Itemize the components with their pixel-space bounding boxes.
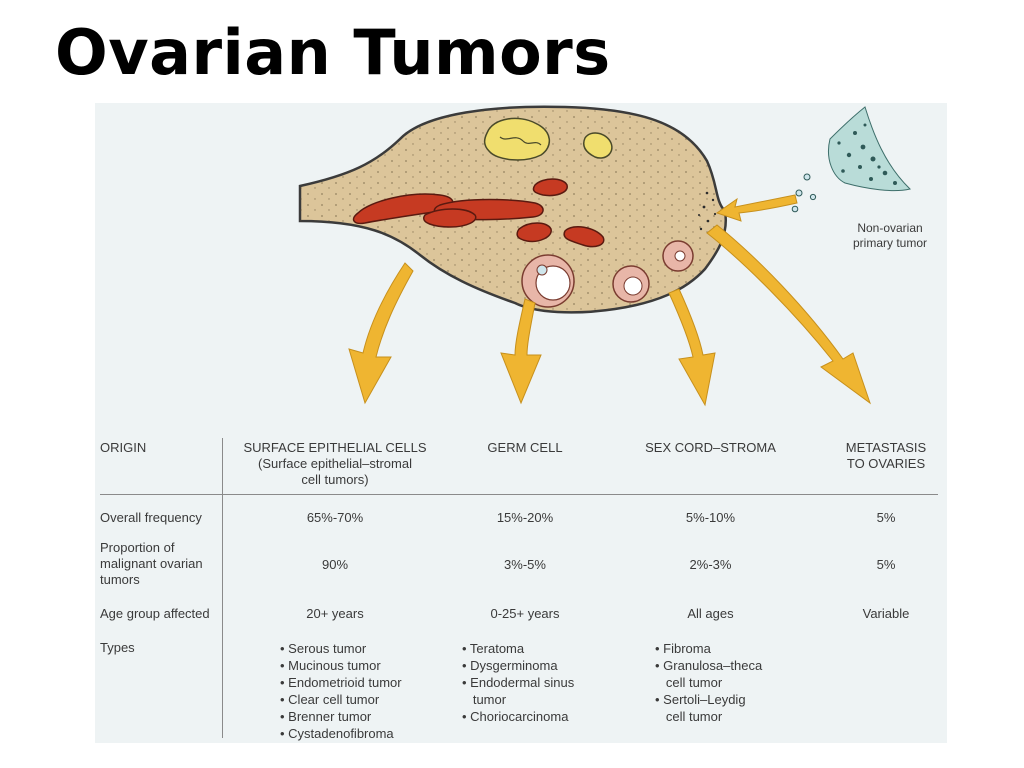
- metastatic-cells: [791, 173, 817, 213]
- list-item: • Dysgerminoma: [462, 658, 558, 673]
- ovarian-vessels: [352, 178, 605, 248]
- arrow-to-sex-cord: [668, 288, 716, 407]
- header-surface-line2: (Surface epithelial–stromal: [258, 456, 412, 471]
- types-surface-list: • Serous tumor • Mucinous tumor • Endome…: [280, 640, 402, 742]
- corpus-albicans: [583, 132, 613, 159]
- list-item: • Brenner tumor: [280, 709, 372, 724]
- list-item: cell tumor: [655, 675, 723, 690]
- cell-malignant-metastasis: 5%: [876, 557, 896, 572]
- cell-frequency-germ: 15%-20%: [496, 510, 554, 525]
- cell-frequency-metastasis: 5%: [876, 510, 896, 525]
- table-vertical-divider: [222, 438, 223, 738]
- primary-tumor-caption: Non-ovarian primary tumor: [837, 221, 943, 251]
- cell-malignant-sexcord: 2%-3%: [689, 557, 732, 572]
- list-item: • Granulosa–theca: [655, 658, 763, 673]
- cell-frequency-surface: 65%-70%: [306, 510, 364, 525]
- header-metastasis: METASTASIS TO OVARIES: [825, 440, 947, 472]
- primary-tumor-mass: [828, 106, 912, 192]
- list-item: • Clear cell tumor: [280, 692, 380, 707]
- arrow-from-primary-tumor: [715, 194, 798, 222]
- row-label-age: Age group affected: [100, 606, 210, 621]
- corpus-luteum-fold: [499, 136, 542, 146]
- list-item: • Fibroma: [655, 641, 711, 656]
- table-header-divider: [100, 494, 938, 495]
- arrow-to-surface-epithelial: [348, 262, 414, 405]
- types-sexcord-list: • Fibroma • Granulosa–theca cell tumor •…: [655, 640, 762, 725]
- list-item: • Serous tumor: [280, 641, 367, 656]
- arrow-to-germ-cell: [500, 298, 542, 405]
- caption-line-1: Non-ovarian: [857, 221, 923, 235]
- header-sex-cord-stroma: SEX CORD–STROMA: [623, 440, 798, 456]
- list-item: • Endodermal sinus: [462, 675, 575, 690]
- cell-malignant-surface: 90%: [321, 557, 349, 572]
- origin-header: ORIGIN: [100, 440, 147, 455]
- list-item: • Choriocarcinoma: [462, 709, 569, 724]
- row-label-frequency: Overall frequency: [100, 510, 202, 525]
- row-label-malignant-line3: tumors: [100, 572, 140, 587]
- header-metastasis-line1: METASTASIS: [845, 440, 927, 455]
- ovarian-follicles: [521, 240, 694, 308]
- cell-age-sexcord: All ages: [687, 606, 734, 621]
- primary-tumor-cells: [837, 123, 897, 185]
- cell-age-metastasis: Variable: [862, 606, 910, 621]
- header-sexcord-line1: SEX CORD–STROMA: [645, 440, 776, 455]
- header-surface-epithelial: SURFACE EPITHELIAL CELLS (Surface epithe…: [225, 440, 445, 488]
- row-label-types: Types: [100, 640, 135, 655]
- header-germ-cell: GERM CELL: [450, 440, 600, 456]
- ovarian-tumor-figure: Non-ovarian primary tumor ORIGIN SURFACE…: [95, 103, 947, 743]
- slide-title: Ovarian Tumors: [55, 16, 611, 89]
- list-item: • Endometrioid tumor: [280, 675, 402, 690]
- types-germ-list: • Teratoma • Dysgerminoma • Endodermal s…: [462, 640, 574, 725]
- row-label-malignant-line1: Proportion of: [100, 540, 175, 555]
- row-label-malignant: Proportion of malignant ovarian tumors: [100, 540, 203, 588]
- ovary-illustration: [298, 105, 912, 407]
- header-surface-line1: SURFACE EPITHELIAL CELLS: [243, 440, 427, 455]
- cell-age-germ: 0-25+ years: [490, 606, 560, 621]
- header-metastasis-line2: TO OVARIES: [846, 456, 926, 471]
- cell-frequency-sexcord: 5%-10%: [685, 510, 736, 525]
- list-item: tumor: [462, 692, 507, 707]
- cell-age-surface: 20+ years: [306, 606, 364, 621]
- list-item: • Mucinous tumor: [280, 658, 381, 673]
- origin-arrows: [348, 194, 871, 407]
- header-germ-line1: GERM CELL: [487, 440, 563, 455]
- arrow-to-metastasis: [706, 224, 871, 405]
- list-item: cell tumor: [655, 709, 723, 724]
- cell-malignant-germ: 3%-5%: [504, 557, 546, 572]
- row-label-malignant-line2: malignant ovarian: [100, 556, 203, 571]
- list-item: • Sertoli–Leydig: [655, 692, 746, 707]
- caption-line-2: primary tumor: [852, 236, 927, 250]
- list-item: • Teratoma: [462, 641, 525, 656]
- list-item: • Cystadenofibroma: [280, 726, 394, 741]
- header-surface-line3: cell tumors): [301, 472, 369, 487]
- corpus-luteum: [483, 117, 550, 161]
